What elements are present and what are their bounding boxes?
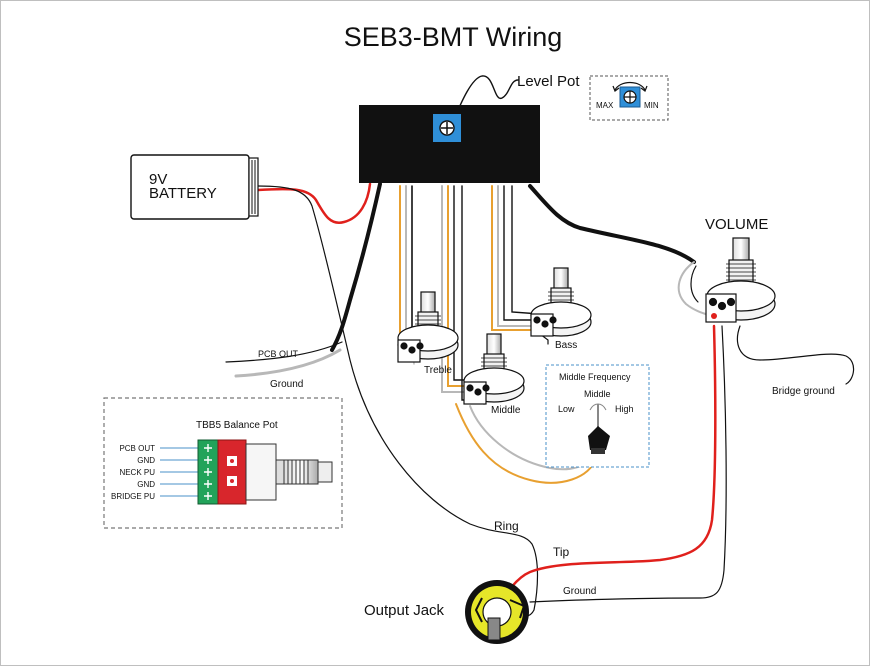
balance-shaft-icon [283,459,333,485]
tip-red-wire [498,324,717,606]
middle-frequency-title: Middle Frequency [559,372,631,382]
jack-ground-wire [529,325,727,603]
battery-line2: BATTERY [149,185,217,202]
bass-orange-wire [491,185,541,331]
bass-pot [530,267,592,337]
pcb-out-label: PCB OUT [258,349,299,359]
level-min-label: MIN [644,101,659,110]
battery-black-wire [257,185,539,617]
mini-toggle-icon [588,426,610,450]
balance-pin-label: GND [137,480,155,489]
level-max-label: MAX [596,101,614,110]
ring-label: Ring [494,519,519,533]
output-jack-label: Output Jack [364,602,445,619]
battery-red-wire [256,182,372,225]
rotate-arrow-icon [614,81,646,91]
level-pot-legend: MAX MIN [589,75,669,121]
battery-line1: 9V [149,171,167,188]
middle-gray-wire [441,185,469,393]
level-pot-wire [451,75,519,125]
treble-pot [397,291,459,363]
bridge-ground-wire [736,325,855,385]
balance-pin-label: PCB OUT [119,444,155,453]
bass-label: Bass [555,340,577,351]
balance-pin-label: BRIDGE PU [111,492,155,501]
level-pot-label: Level Pot [517,73,580,90]
tip-label: Tip [553,545,570,559]
switch-high-label: High [615,404,634,414]
volume-pot [705,237,776,323]
bridge-ground-label: Bridge ground [772,386,835,397]
switch-orange-wire [455,403,597,484]
wires [225,75,855,617]
pcb-out-gray-wire [234,348,342,378]
preamp-board [359,105,540,183]
balance-pin-label: NECK PU [119,468,155,477]
pcb-ground-wire [330,182,382,352]
pcb-out-wire [225,341,343,363]
volume-label: VOLUME [705,216,768,233]
volume-black-wire [528,184,696,264]
output-jack [465,580,529,644]
switch-middle-label: Middle [584,389,611,399]
middle-pot [463,333,525,405]
balance-pot-box: TBB5 Balance Pot PCB OUT GND NECK PU GND… [103,397,343,529]
ground-label: Ground [270,379,303,390]
battery: 9V BATTERY [130,154,259,220]
balance-pot-title: TBB5 Balance Pot [196,420,278,431]
switch-low-label: Low [558,404,575,414]
middle-frequency-box: Middle Frequency Middle Low High [545,364,650,468]
jack-ground-label: Ground [563,586,596,597]
volume-black-thin-wire [690,265,699,303]
middle-label: Middle [491,405,521,416]
balance-pin-label: GND [137,456,155,465]
diagram-title: SEB3-BMT Wiring [344,22,563,52]
treble-label: Treble [424,365,452,376]
